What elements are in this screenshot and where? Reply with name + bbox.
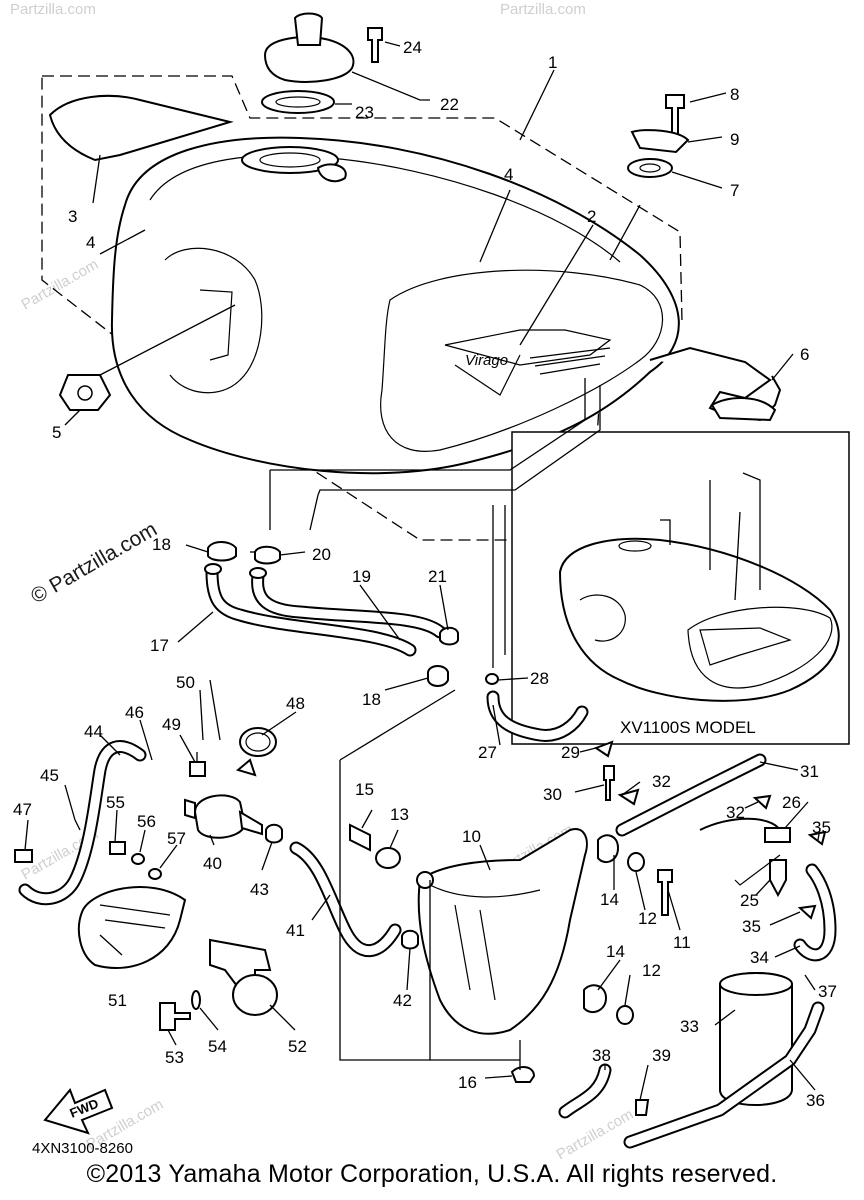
fuel-pump-group (14, 727, 419, 1031)
model-label: XV1100S MODEL (620, 718, 756, 737)
connector-lines (269, 378, 601, 668)
callout-14-alt: 14 (606, 942, 625, 961)
watermark: Partzilla.com (500, 1, 586, 18)
callout-17: 17 (150, 636, 169, 655)
diagram-code: 4XN3100-8260 (32, 1140, 133, 1157)
callout-2: 2 (587, 207, 596, 226)
leader-lines-top (64, 41, 794, 426)
callout-42: 42 (393, 991, 412, 1010)
callout-34: 34 (750, 948, 769, 967)
callout-28: 28 (530, 669, 549, 688)
canister-group (485, 673, 837, 1149)
callout-39: 39 (652, 1046, 671, 1065)
callout-35-alt: 35 (742, 917, 761, 936)
callout-56: 56 (137, 812, 156, 831)
callout-36: 36 (806, 1091, 825, 1110)
callout-35: 35 (812, 818, 831, 837)
callout-16: 16 (458, 1073, 477, 1092)
watermark: Partzilla.com (10, 1, 96, 18)
callout-40: 40 (203, 854, 222, 873)
tank-logo-text: Virago (465, 352, 508, 369)
callout-23: 23 (355, 103, 374, 122)
callout-31: 31 (800, 762, 819, 781)
callout-1: 1 (548, 53, 557, 72)
callout-48: 48 (286, 694, 305, 713)
callout-7: 7 (730, 181, 739, 200)
callout-10: 10 (462, 827, 481, 846)
copyright-notice: ©2013 Yamaha Motor Corporation, U.S.A. A… (86, 1160, 778, 1188)
reservoir-group (339, 689, 673, 1083)
callout-32: 32 (652, 772, 671, 791)
callout-43: 43 (250, 880, 269, 899)
callout-12-alt: 12 (642, 961, 661, 980)
tank-bracket (649, 346, 782, 422)
callout-5: 5 (52, 423, 61, 442)
callout-24: 24 (403, 38, 422, 57)
callout-53: 53 (165, 1048, 184, 1067)
xv1100s-inset: XV1100S MODEL (511, 431, 850, 745)
grommet (58, 374, 112, 411)
callout-22: 22 (440, 95, 459, 114)
callout-37: 37 (818, 982, 837, 1001)
callout-32-alt: 32 (726, 803, 745, 822)
fuel-cap-group (261, 12, 383, 114)
callout-18: 18 (152, 535, 171, 554)
callout-8: 8 (730, 85, 739, 104)
hoses-upper (204, 541, 459, 687)
fwd-arrow: FWD (43, 1088, 114, 1135)
callout-30: 30 (543, 785, 562, 804)
callout-4: 4 (504, 165, 513, 184)
callout-45: 45 (40, 766, 59, 785)
callout-20: 20 (312, 545, 331, 564)
callout-21: 21 (428, 567, 447, 586)
callout-57: 57 (167, 829, 186, 848)
callout-9: 9 (730, 130, 739, 149)
leader-lines-lower (24, 544, 821, 1101)
watermark: Partzilla.com (19, 256, 102, 314)
callout-26: 26 (782, 793, 801, 812)
callout-3: 3 (68, 207, 77, 226)
callout-25: 25 (740, 891, 759, 910)
callout-50: 50 (176, 673, 195, 692)
callout-12: 12 (638, 909, 657, 928)
callout-49: 49 (162, 715, 181, 734)
fuel-tank-assembly: Virago (41, 75, 683, 541)
callout-labels: 1 2 3 4 4 5 6 7 8 9 10 11 12 12 13 14 14… (13, 38, 837, 1110)
callout-6: 6 (800, 345, 809, 364)
callout-52: 52 (288, 1037, 307, 1056)
callout-19: 19 (352, 567, 371, 586)
callout-54: 54 (208, 1037, 227, 1056)
callout-29: 29 (561, 743, 580, 762)
callout-13: 13 (390, 805, 409, 824)
mount-bolt-group (627, 94, 690, 178)
callout-33: 33 (680, 1017, 699, 1036)
callout-51: 51 (108, 991, 127, 1010)
callout-38: 38 (592, 1046, 611, 1065)
callout-46: 46 (125, 703, 144, 722)
callout-4-alt: 4 (86, 233, 95, 252)
callout-18-alt: 18 (362, 690, 381, 709)
callout-15: 15 (355, 780, 374, 799)
callout-11: 11 (673, 933, 691, 952)
callout-47: 47 (13, 800, 32, 819)
callout-41: 41 (286, 921, 305, 940)
callout-44: 44 (84, 722, 103, 741)
watermark-main: © Partzilla.com (27, 518, 161, 609)
callout-27: 27 (478, 743, 497, 762)
callout-14: 14 (600, 890, 619, 909)
callout-55: 55 (106, 793, 125, 812)
